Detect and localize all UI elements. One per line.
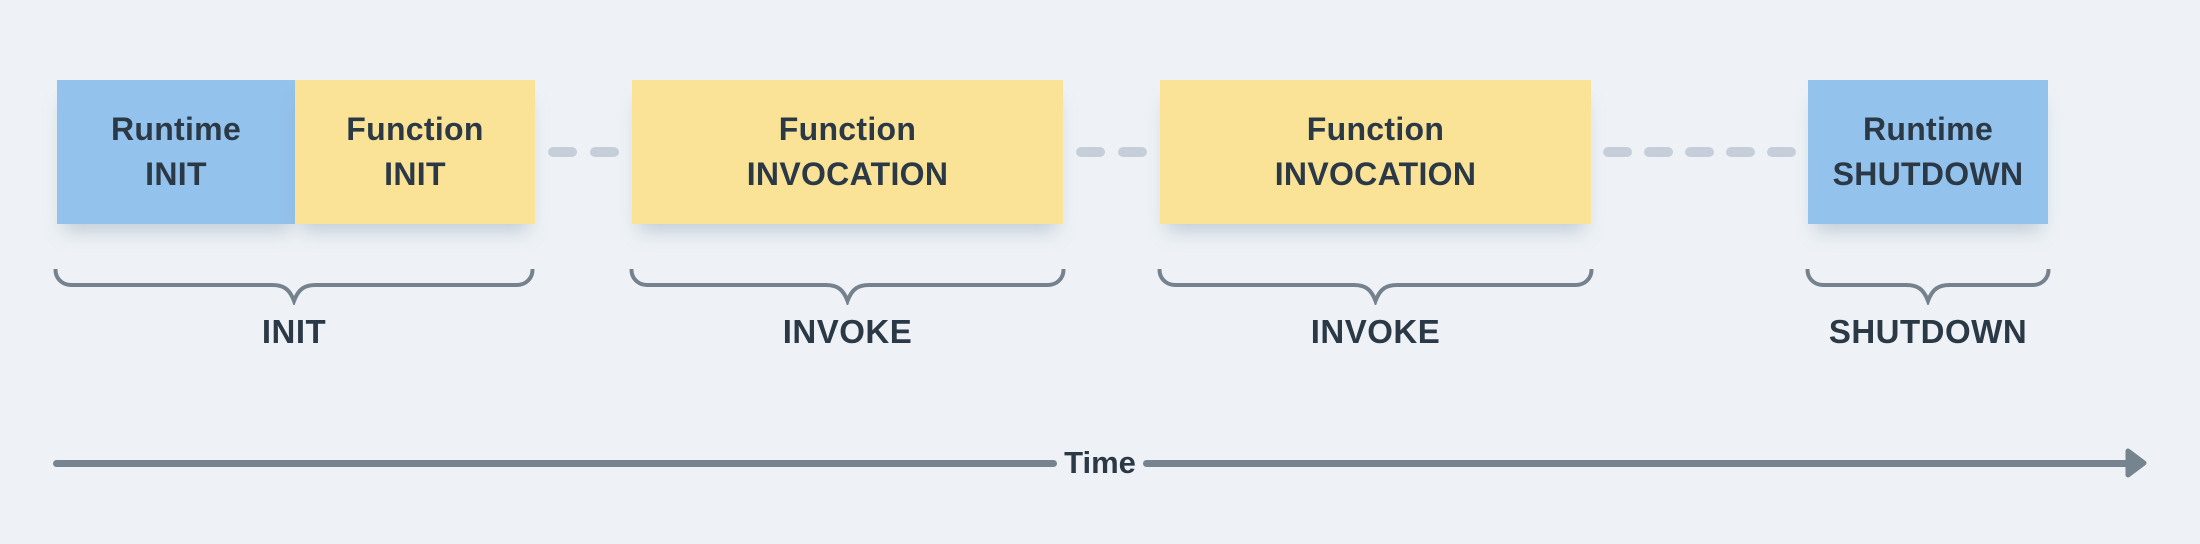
dash-icon — [1767, 147, 1796, 157]
time-axis-line-right — [1143, 460, 2131, 467]
dash-icon — [590, 147, 619, 157]
dashed-connector-2 — [1063, 80, 1160, 224]
phase-label-init: INIT — [261, 313, 327, 350]
runtime-init-line2: INIT — [145, 156, 207, 192]
function-invocation-1-line1: Function — [778, 111, 917, 147]
function-invocation-2-line1: Function — [1306, 111, 1445, 147]
function-invocation-box-1: Function INVOCATION — [632, 80, 1063, 224]
runtime-shutdown-line2: SHUTDOWN — [1832, 156, 2024, 192]
function-invocation-2-line2: INVOCATION — [1274, 156, 1477, 192]
function-invocation-1-line2: INVOCATION — [746, 156, 949, 192]
dash-icon — [1076, 147, 1105, 157]
function-invocation-box-2: Function INVOCATION — [1160, 80, 1591, 224]
function-init-line2: INIT — [384, 156, 446, 192]
runtime-shutdown-box: Runtime SHUTDOWN — [1808, 80, 2048, 224]
dash-icon — [1685, 147, 1714, 157]
invoke-phase-brace-2 — [1157, 269, 1594, 305]
phase-label-shutdown: SHUTDOWN — [1828, 313, 2028, 350]
init-phase-brace — [53, 269, 535, 305]
phase-label-invoke-1: INVOKE — [782, 313, 913, 350]
runtime-shutdown-line1: Runtime — [1862, 111, 1994, 147]
runtime-init-box: Runtime INIT — [57, 80, 297, 224]
phase-label-invoke-2: INVOKE — [1310, 313, 1441, 350]
runtime-init-line1: Runtime — [110, 111, 242, 147]
invoke-phase-brace-1 — [629, 269, 1066, 305]
dash-icon — [548, 147, 577, 157]
dash-icon — [1726, 147, 1755, 157]
dashed-connector-3 — [1591, 80, 1808, 224]
function-init-box: Function INIT — [295, 80, 535, 224]
time-axis-label: Time — [1064, 445, 1136, 480]
dash-icon — [1118, 147, 1147, 157]
arrowhead-icon — [2125, 448, 2147, 478]
dashed-connector-1 — [535, 80, 632, 224]
dash-icon — [1603, 147, 1632, 157]
time-axis-line-left — [53, 460, 1057, 467]
function-init-line1: Function — [346, 111, 484, 147]
shutdown-phase-brace — [1805, 269, 2051, 305]
dash-icon — [1644, 147, 1673, 157]
